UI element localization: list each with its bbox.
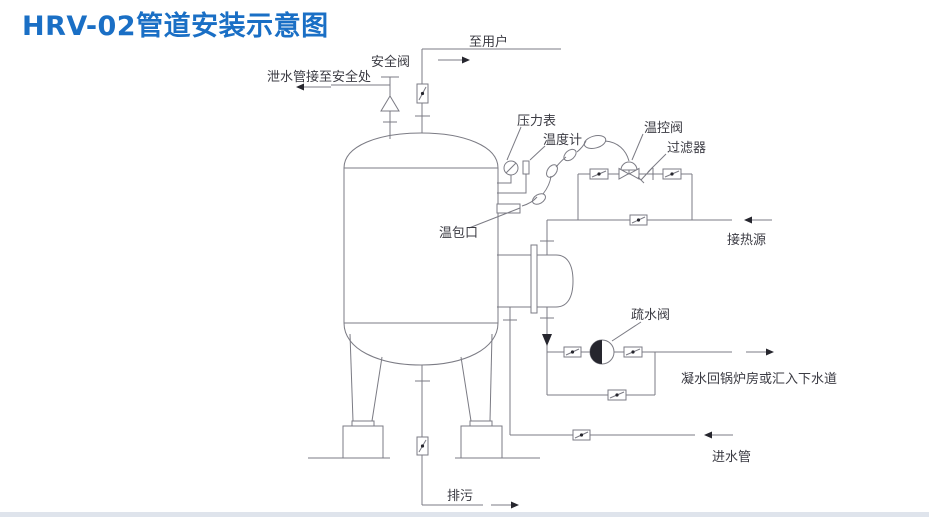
shutoff-valve-icon — [416, 83, 429, 104]
label-safety-valve: 安全阀 — [371, 54, 410, 70]
flow-arrow-right-icon — [491, 501, 519, 509]
page-title: HRV-02管道安装示意图 — [22, 11, 329, 42]
flow-arrow-left-icon — [704, 431, 733, 439]
shutoff-valve-icon — [662, 168, 682, 180]
shutoff-valve-icon — [629, 214, 648, 226]
label-pressure-gauge: 压力表 — [517, 114, 556, 129]
safety-valve-icon — [296, 76, 400, 139]
label-temp-control-valve: 温控阀 — [644, 121, 683, 136]
label-temp-bulb-port: 温包口 — [439, 226, 478, 241]
label-thermometer: 温度计 — [543, 132, 582, 148]
capillary-coil-icon — [521, 135, 630, 207]
condensate-piping — [503, 307, 732, 435]
label-drain-to-safe: 泄水管接至安全处 — [267, 69, 371, 85]
label-filter: 过滤器 — [667, 141, 706, 156]
blowdown-piping — [415, 365, 483, 506]
shutoff-valve-icon — [623, 346, 643, 358]
page-footer-strip — [0, 512, 929, 517]
flow-arrow-right-icon — [746, 348, 774, 356]
shutoff-valve-icon — [563, 346, 582, 358]
tank-vessel — [343, 132, 499, 366]
label-heat-source: 接热源 — [727, 232, 766, 248]
heat-exchanger-icon — [497, 244, 574, 314]
label-steam-trap: 疏水阀 — [631, 308, 670, 323]
label-condensate-out: 凝水回锅炉房或汇入下水道 — [681, 371, 837, 387]
thermometer-icon — [497, 145, 546, 194]
temp-control-valve-icon — [618, 133, 644, 180]
steam-trap-icon — [589, 321, 642, 365]
label-to-user: 至用户 — [469, 34, 508, 50]
shutoff-valve-icon — [607, 389, 627, 401]
flow-arrow-left-icon — [296, 83, 331, 91]
pressure-gauge-icon — [497, 126, 522, 184]
temp-bulb-port-icon — [468, 203, 521, 229]
shutoff-valve-icon — [572, 429, 591, 441]
strainer-filter-icon — [637, 153, 667, 184]
outlet-pipe-to-user — [415, 48, 561, 133]
shutoff-valve-icon — [416, 436, 429, 456]
label-blowdown: 排污 — [447, 489, 473, 504]
flow-arrow-left-icon — [744, 216, 772, 224]
label-water-inlet: 进水管 — [712, 450, 751, 465]
flow-arrow-right-icon — [438, 56, 470, 64]
tank-legs — [308, 333, 540, 459]
flow-arrow-down-icon — [542, 334, 552, 346]
shutoff-valve-icon — [589, 168, 609, 180]
